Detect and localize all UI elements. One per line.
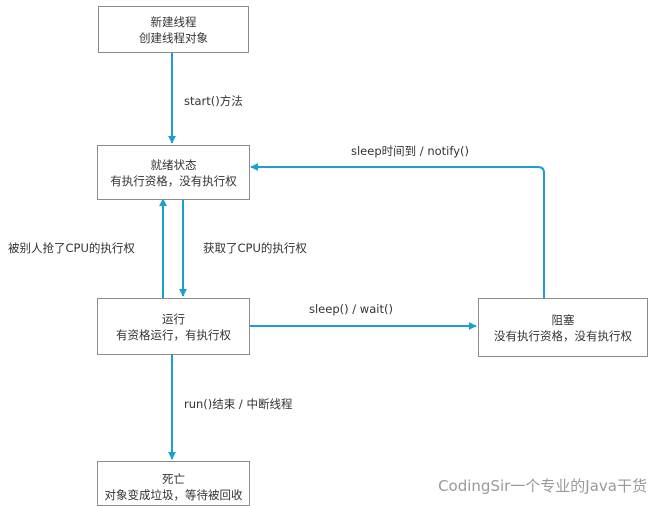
node-ready-subtitle: 有执行资格，没有执行权 [110, 173, 237, 188]
node-dead: 死亡 对象变成垃圾，等待被回收 [97, 461, 250, 506]
node-running: 运行 有资格运行，有执行权 [97, 298, 250, 355]
node-running-title: 运行 [162, 311, 185, 326]
edge-label-preempted: 被别人抢了CPU的执行权 [8, 241, 135, 255]
node-dead-subtitle: 对象变成垃圾，等待被回收 [104, 488, 243, 502]
node-blocked-title: 阻塞 [551, 312, 575, 327]
edge-blocked-to-ready [250, 163, 545, 298]
edge-label-sleep-wait: sleep() / wait() [309, 302, 393, 316]
node-blocked: 阻塞 没有执行资格，没有执行权 [478, 298, 648, 357]
edge-label-start: start()方法 [184, 94, 243, 108]
node-new-subtitle: 创建线程对象 [139, 30, 208, 45]
node-dead-title: 死亡 [162, 472, 185, 486]
edge-label-run-end: run()结束 / 中断线程 [184, 397, 293, 411]
node-new-thread: 新建线程 创建线程对象 [98, 6, 249, 53]
watermark: CodingSir一个专业的Java干货 [438, 477, 647, 495]
node-ready-title: 就绪状态 [150, 157, 197, 172]
node-running-subtitle: 有资格运行，有执行权 [116, 327, 231, 342]
node-new-title: 新建线程 [150, 14, 197, 29]
edge-label-acquired: 获取了CPU的执行权 [203, 241, 307, 255]
node-ready: 就绪状态 有执行资格，没有执行权 [97, 145, 250, 200]
edge-label-notify: sleep时间到 / notify() [351, 144, 469, 158]
node-blocked-subtitle: 没有执行资格，没有执行权 [494, 328, 632, 343]
